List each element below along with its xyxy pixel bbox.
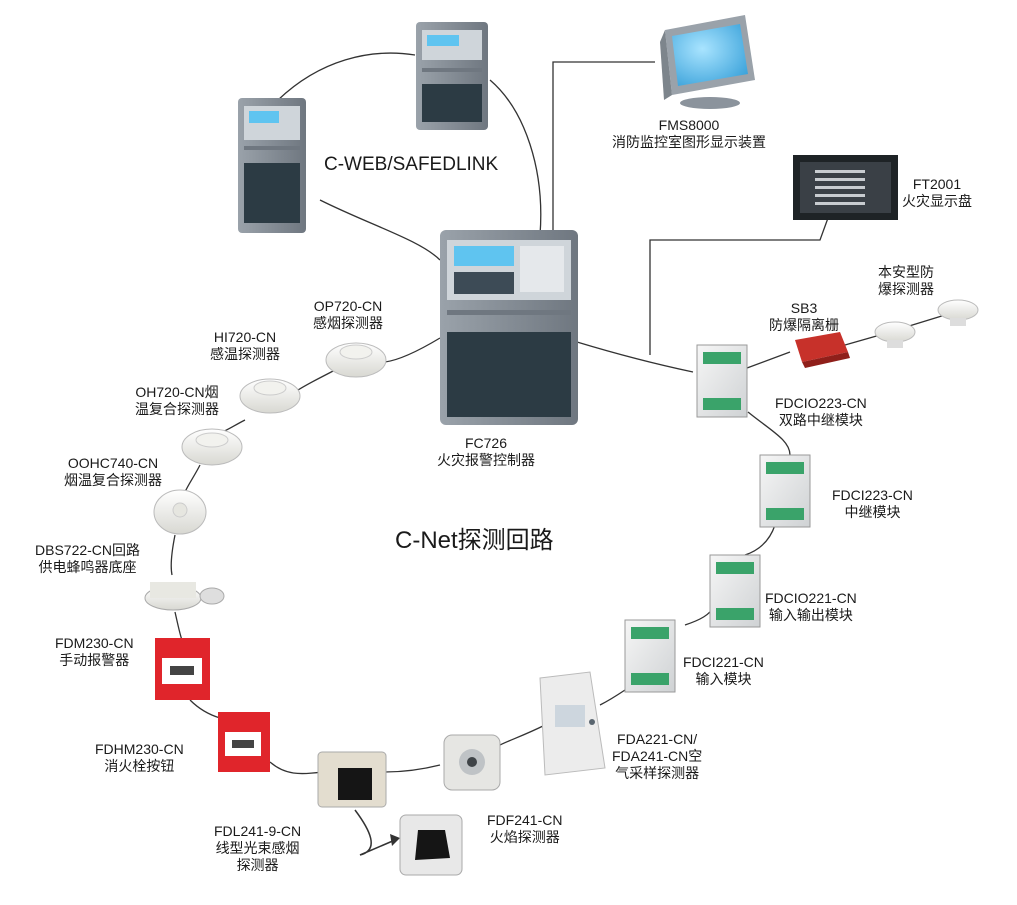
loop-right-start (576, 341, 694, 373)
oh720-label: OH720-CN烟温复合探测器 (135, 384, 219, 417)
sb3-barrier-icon (795, 332, 850, 368)
fdl241-detector-icon (317, 751, 463, 876)
web-link-left (319, 199, 441, 261)
oh720-detector-icon (181, 428, 243, 466)
fms-link (552, 61, 655, 232)
ex-detector-label: 本安型防爆探测器 (878, 264, 934, 297)
op720-detector-icon (325, 342, 387, 378)
fdhm230-button-icon (218, 712, 270, 772)
fms8000-monitor-icon (660, 15, 755, 109)
loop-left-arc (170, 369, 336, 719)
fdm230-button-icon (155, 638, 210, 700)
fda221-detector-icon (539, 671, 606, 776)
loop-bottom-arc (269, 761, 441, 775)
fdl-arrow-line (354, 809, 396, 856)
ft2001-display-icon (793, 155, 898, 220)
loop-right-arc (499, 411, 791, 746)
fdci221-module-icon (624, 619, 676, 693)
cabinet-right-icon (416, 22, 488, 130)
fdf241-detector-icon (443, 734, 501, 791)
ft2001-link (649, 217, 829, 355)
dbs722-base-icon (144, 582, 225, 611)
ex-detector-icon (874, 299, 979, 348)
dbs722-label: DBS722-CN回路供电蜂鸣器底座 (35, 542, 141, 575)
fdcio223-module-icon (696, 344, 748, 418)
fdci223-module-icon (759, 454, 811, 528)
fdl-arrow-head (390, 834, 400, 846)
cnet-title: C-Net探测回路 (395, 527, 554, 554)
sb3-link (746, 351, 791, 369)
cweb-title: C-WEB/SAFEDLINK (324, 154, 499, 175)
web-link-top (277, 52, 416, 101)
fda221-label: FDA221-CN/FDA241-CN空气采样探测器 (612, 731, 703, 781)
hi720-detector-icon (239, 378, 301, 414)
fc726-controller-icon (440, 230, 578, 425)
connection-lines (170, 52, 946, 856)
oohc740-detector-icon (153, 489, 207, 535)
loop-left-start (384, 337, 441, 363)
fdcio221-module-icon (709, 554, 761, 628)
cabinet-left-icon (238, 98, 306, 233)
web-link-right (489, 79, 542, 236)
